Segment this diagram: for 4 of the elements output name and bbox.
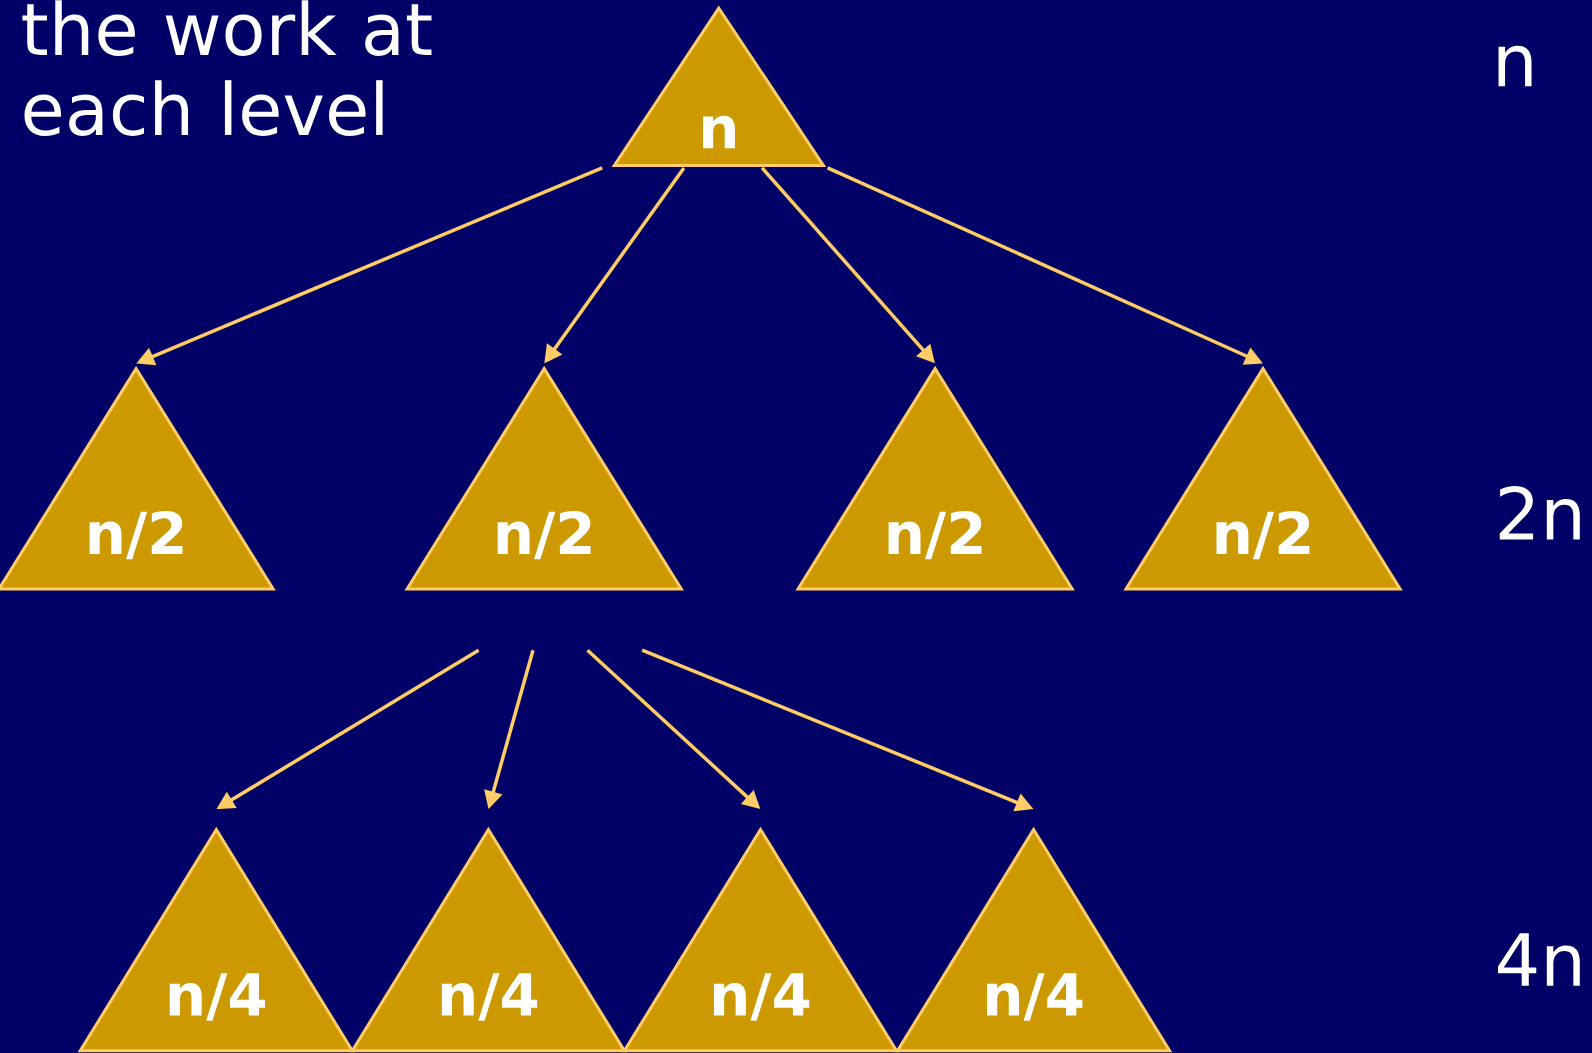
level-total: 4n (1498, 933, 1580, 986)
heading-text: the work at each level (22, 0, 432, 136)
level-total: 2n (1499, 486, 1580, 540)
level-total: n (1498, 45, 1532, 87)
